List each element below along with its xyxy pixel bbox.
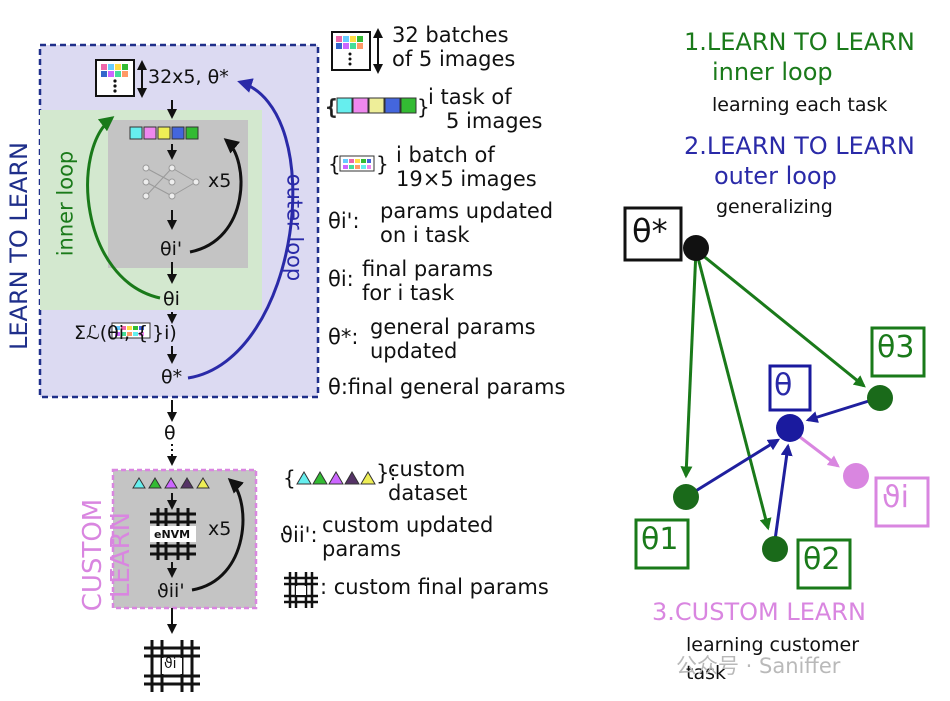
heading3-description-2: task bbox=[686, 662, 726, 684]
legend-general-line1: general params bbox=[370, 315, 536, 339]
legend-task-line1: i task of bbox=[428, 85, 512, 109]
legend-params-updated-line1: params updated bbox=[380, 199, 554, 223]
custom-triangles bbox=[132, 477, 210, 489]
vartheta-box bbox=[874, 476, 930, 528]
legend-custom-updated-symbol: ϑii': bbox=[280, 523, 318, 547]
arrow-theta-star-to-theta2 bbox=[694, 249, 772, 531]
bottom-vartheta-label: ϑi bbox=[164, 656, 177, 672]
vartheta-ii-label: ϑii' bbox=[157, 580, 185, 602]
theta1-box-label: θ1 bbox=[641, 522, 679, 557]
legend-custom-dataset-line2: dataset bbox=[388, 481, 468, 505]
theta-star-box-label: θ* bbox=[632, 212, 668, 250]
learn-to-learn-vertical-label: LEARN TO LEARN bbox=[5, 142, 33, 350]
heading3-description: learning customer bbox=[686, 634, 860, 656]
legend-custom-dataset-brace: }: bbox=[376, 461, 397, 485]
heading2-subtitle: outer loop bbox=[714, 162, 837, 190]
heading1-description: learning each task bbox=[712, 94, 888, 116]
learn-vertical-label: LEARN bbox=[106, 511, 136, 599]
theta1-box bbox=[634, 518, 690, 570]
node-theta1 bbox=[673, 484, 699, 510]
heading1-subtitle: inner loop bbox=[712, 58, 833, 86]
task-squares bbox=[129, 126, 199, 140]
node-vartheta bbox=[843, 463, 869, 489]
inner-repeat-arrow bbox=[189, 138, 243, 254]
theta-star-label: θ* bbox=[161, 366, 183, 388]
batch-stack-icon bbox=[95, 59, 135, 97]
arrow-center-to-vartheta bbox=[795, 432, 840, 468]
legend-params-updated-symbol: θi': bbox=[328, 209, 360, 233]
svg-text:{: { bbox=[283, 466, 296, 490]
right-diagram bbox=[623, 206, 930, 590]
legend-task-line2: 5 images bbox=[446, 109, 543, 133]
theta-center-box-label: θ bbox=[774, 368, 793, 403]
theta-i-label: θi bbox=[163, 288, 180, 310]
inner-loop-label: inner loop bbox=[53, 150, 78, 257]
legend-batches-line1: 32 batches bbox=[392, 23, 509, 47]
legend-params-updated-line2: on i task bbox=[380, 223, 470, 247]
loss-expr-prefix: Σℒ(θi, { bbox=[74, 322, 149, 344]
heading3-title: 3.CUSTOM LEARN bbox=[652, 598, 866, 626]
legend-batch-line2: 19×5 images bbox=[396, 167, 537, 191]
legend-final-params-line2: for i task bbox=[362, 281, 455, 305]
arrow-theta1-to-center bbox=[693, 438, 781, 494]
legend-final-general: θ:final general params bbox=[328, 375, 566, 399]
inner-loop-arrow bbox=[86, 116, 161, 300]
legend-custom-updated-line1: custom updated bbox=[322, 513, 494, 537]
inner-repeat-label: x5 bbox=[208, 170, 232, 192]
legend-final-params-symbol: θi: bbox=[328, 267, 354, 291]
theta-i-prime-label: θi' bbox=[160, 238, 183, 260]
arrow-theta-star-to-theta1 bbox=[680, 249, 698, 479]
outer-loop-label: outer loop bbox=[282, 173, 307, 282]
arrow-theta2-to-center bbox=[773, 443, 793, 541]
legend-triangles: { bbox=[283, 466, 376, 490]
node-theta-star bbox=[683, 235, 709, 261]
outer-loop-arrow bbox=[187, 78, 295, 380]
legend-custom-final: : custom final params bbox=[320, 575, 549, 599]
theta-star-box bbox=[623, 206, 683, 262]
theta2-box bbox=[796, 538, 852, 590]
legend-final-params-line1: final params bbox=[362, 257, 494, 281]
legend-custom-dataset-line1: custom bbox=[388, 457, 466, 481]
neural-network-icon bbox=[142, 164, 200, 200]
custom-final-grid-icon bbox=[144, 640, 200, 692]
node-theta-center bbox=[776, 414, 804, 442]
arrow-theta3-to-center bbox=[805, 398, 873, 423]
custom-repeat-arrow bbox=[191, 477, 245, 592]
theta-center-box bbox=[768, 364, 812, 412]
svg-text:}: } bbox=[417, 95, 430, 119]
legend-custom-updated-line2: params bbox=[322, 537, 402, 561]
batch-dims-label: 32x5, θ* bbox=[148, 66, 229, 88]
legend-task-squares: { } bbox=[325, 95, 430, 120]
legend-batch-line1: i batch of bbox=[396, 143, 495, 167]
legend-batches-line2: of 5 images bbox=[392, 47, 516, 71]
legend-batch-squares: { } bbox=[328, 152, 389, 176]
legend-batch-icon bbox=[331, 31, 371, 71]
loss-batch-squares bbox=[111, 322, 151, 339]
theta3-box bbox=[870, 326, 926, 378]
loss-expr-suffix: }i) bbox=[152, 322, 177, 344]
legend-general-line2: updated bbox=[370, 339, 458, 363]
arrow-theta-star-to-theta3 bbox=[695, 248, 866, 388]
heading2-title: 2.LEARN TO LEARN bbox=[684, 132, 915, 160]
heading1-title: 1.LEARN TO LEARN bbox=[684, 28, 915, 56]
theta3-box-label: θ3 bbox=[877, 330, 915, 365]
watermark: 公众号 · Saniffer bbox=[676, 654, 841, 678]
svg-text:}: } bbox=[376, 152, 389, 176]
svg-text:{: { bbox=[325, 95, 338, 119]
heading2-description: generalizing bbox=[716, 196, 833, 218]
legend-general-symbol: θ*: bbox=[328, 325, 359, 349]
left-diagram: { } { } { bbox=[38, 28, 430, 692]
custom-repeat-label: x5 bbox=[208, 518, 232, 540]
svg-text:{: { bbox=[328, 152, 341, 176]
node-theta3 bbox=[867, 385, 893, 411]
node-theta2 bbox=[762, 536, 788, 562]
custom-vertical-label: CUSTOM bbox=[78, 498, 108, 612]
envm-label: eNVM bbox=[154, 528, 191, 541]
theta2-box-label: θ2 bbox=[803, 542, 841, 577]
vartheta-box-label: ϑi bbox=[882, 480, 909, 515]
theta-label: θ bbox=[164, 422, 176, 444]
